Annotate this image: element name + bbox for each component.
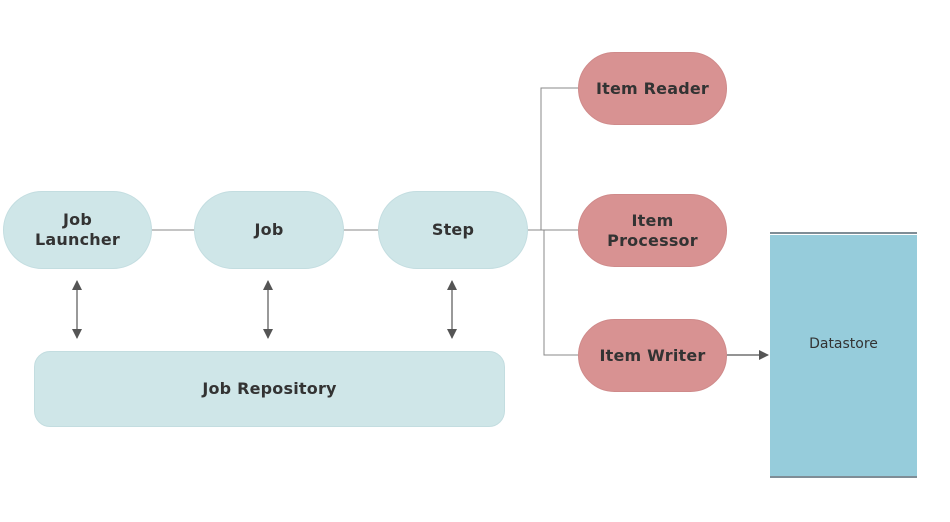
job-node: Job — [194, 191, 344, 269]
job-repository-node: Job Repository — [34, 351, 505, 427]
datastore-node: Datastore — [770, 232, 917, 478]
connector-branch-item-writer — [543, 230, 578, 356]
item-writer-node: Item Writer — [578, 319, 727, 392]
job-launcher-node: Job Launcher — [3, 191, 152, 269]
item-processor-node: Item Processor — [578, 194, 727, 267]
datastore-label: Datastore — [809, 335, 878, 352]
datastore-top-edge — [770, 234, 917, 235]
item-reader-node: Item Reader — [578, 52, 727, 125]
step-node: Step — [378, 191, 528, 269]
connector-branch-item-reader — [540, 87, 578, 230]
